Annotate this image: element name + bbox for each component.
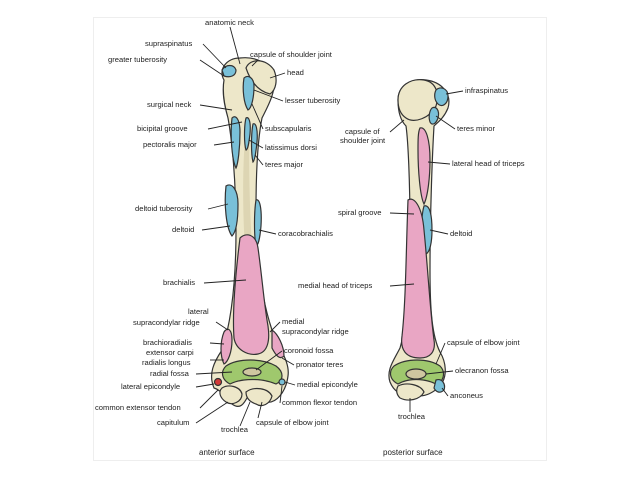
coracobrachialis-insertion: [253, 199, 262, 247]
label-posterior-capsule-shoulder-2: shoulder joint: [340, 136, 386, 145]
brachialis-origin: [232, 234, 270, 355]
medial-epicondyle: [278, 378, 286, 386]
label-spiral-groove: spiral groove: [338, 208, 381, 217]
lateral-epicondyle: [213, 377, 223, 387]
anterior-labels: anatomic neck supraspinatus greater tube…: [95, 18, 358, 457]
label-anterior-trochlea: trochlea: [221, 425, 249, 434]
label-posterior-deltoid: deltoid: [450, 229, 472, 238]
label-head: head: [287, 68, 304, 77]
capitulum: [219, 385, 243, 405]
label-lateral-epicondyle: lateral epicondyle: [121, 382, 180, 391]
label-infraspinatus: infraspinatus: [465, 86, 508, 95]
label-supraspinatus: supraspinatus: [145, 39, 192, 48]
anterior-trochlea: [245, 387, 273, 407]
posterior-humerus: [388, 79, 450, 401]
label-subscapularis: subscapularis: [265, 124, 312, 133]
caption-posterior: posterior surface: [383, 448, 443, 457]
label-medial-supracondylar-1: medial: [282, 317, 305, 326]
label-posterior-capsule-elbow: capsule of elbow joint: [447, 338, 520, 347]
medial-head-triceps-origin: [401, 198, 435, 359]
label-lateral-supracondylar-2: supracondylar ridge: [133, 318, 200, 327]
anterior-deltoid-insertion: [224, 184, 239, 237]
infraspinatus-insertion: [434, 87, 449, 107]
label-posterior-capsule-shoulder-1: capsule of: [345, 127, 381, 136]
pronator-teres-origin: [271, 328, 285, 359]
label-medial-epicondyle: medial epicondyle: [297, 380, 358, 389]
label-deltoid-tuberosity: deltoid tuberosity: [135, 204, 193, 213]
label-posterior-trochlea: trochlea: [398, 412, 426, 421]
label-surgical-neck: surgical neck: [147, 100, 192, 109]
label-extensor-carpi-2: radialis longus: [142, 358, 191, 367]
lateral-head-triceps-origin: [417, 127, 431, 206]
subscapularis-insertion: [242, 75, 255, 111]
label-anconeus: anconeus: [450, 391, 483, 400]
olecranon-fossa: [405, 368, 427, 380]
label-capitulum: capitulum: [157, 418, 190, 427]
teres-minor-insertion: [428, 106, 440, 125]
pectoralis-major-insertion: [230, 116, 241, 170]
anterior-head: [245, 60, 277, 95]
posterior-head: [397, 79, 439, 121]
brachioradialis-origin: [220, 328, 233, 365]
label-coronoid-fossa: coronoid fossa: [284, 346, 334, 355]
label-common-flexor: common flexor tendon: [282, 398, 357, 407]
label-anterior-deltoid: deltoid: [172, 225, 194, 234]
caption-anterior: anterior surface: [199, 448, 255, 457]
latissimus-dorsi-insertion: [243, 117, 251, 151]
label-latissimus-dorsi: latissimus dorsi: [265, 143, 317, 152]
posterior-labels: infraspinatus teres minor capsule of sho…: [298, 86, 525, 457]
label-teres-minor: teres minor: [457, 124, 495, 133]
label-radial-fossa: radial fossa: [150, 369, 190, 378]
label-common-extensor: common extensor tendon: [95, 403, 181, 412]
label-olecranon-fossa: olecranon fossa: [455, 366, 509, 375]
label-extensor-carpi-1: extensor carpi: [146, 348, 194, 357]
supraspinatus-insertion: [221, 64, 237, 78]
label-bicipital-groove: bicipital groove: [137, 124, 188, 133]
label-lesser-tuberosity: lesser tuberosity: [285, 96, 340, 105]
label-lateral-head-triceps: lateral head of triceps: [452, 159, 525, 168]
label-pronator-teres: pronator teres: [296, 360, 343, 369]
label-brachialis: brachialis: [163, 278, 195, 287]
anconeus-origin: [433, 379, 446, 393]
anterior-humerus: [210, 57, 289, 408]
label-coracobrachialis: coracobrachialis: [278, 229, 333, 238]
label-capsule-shoulder: capsule of shoulder joint: [250, 50, 333, 59]
label-greater-tuberosity: greater tuberosity: [108, 55, 167, 64]
label-medial-head-triceps: medial head of triceps: [298, 281, 372, 290]
label-lateral-supracondylar-1: lateral: [188, 307, 209, 316]
posterior-trochlea: [396, 383, 425, 401]
label-anterior-capsule-elbow: capsule of elbow joint: [256, 418, 329, 427]
label-pectoralis-major: pectoralis major: [143, 140, 197, 149]
label-teres-major: teres major: [265, 160, 303, 169]
figure-frame: [93, 17, 547, 461]
label-anatomic-neck: anatomic neck: [205, 18, 254, 27]
label-medial-supracondylar-2: supracondylar ridge: [282, 327, 349, 336]
label-brachioradialis: brachioradialis: [143, 338, 192, 347]
coronoid-fossa: [242, 367, 262, 377]
